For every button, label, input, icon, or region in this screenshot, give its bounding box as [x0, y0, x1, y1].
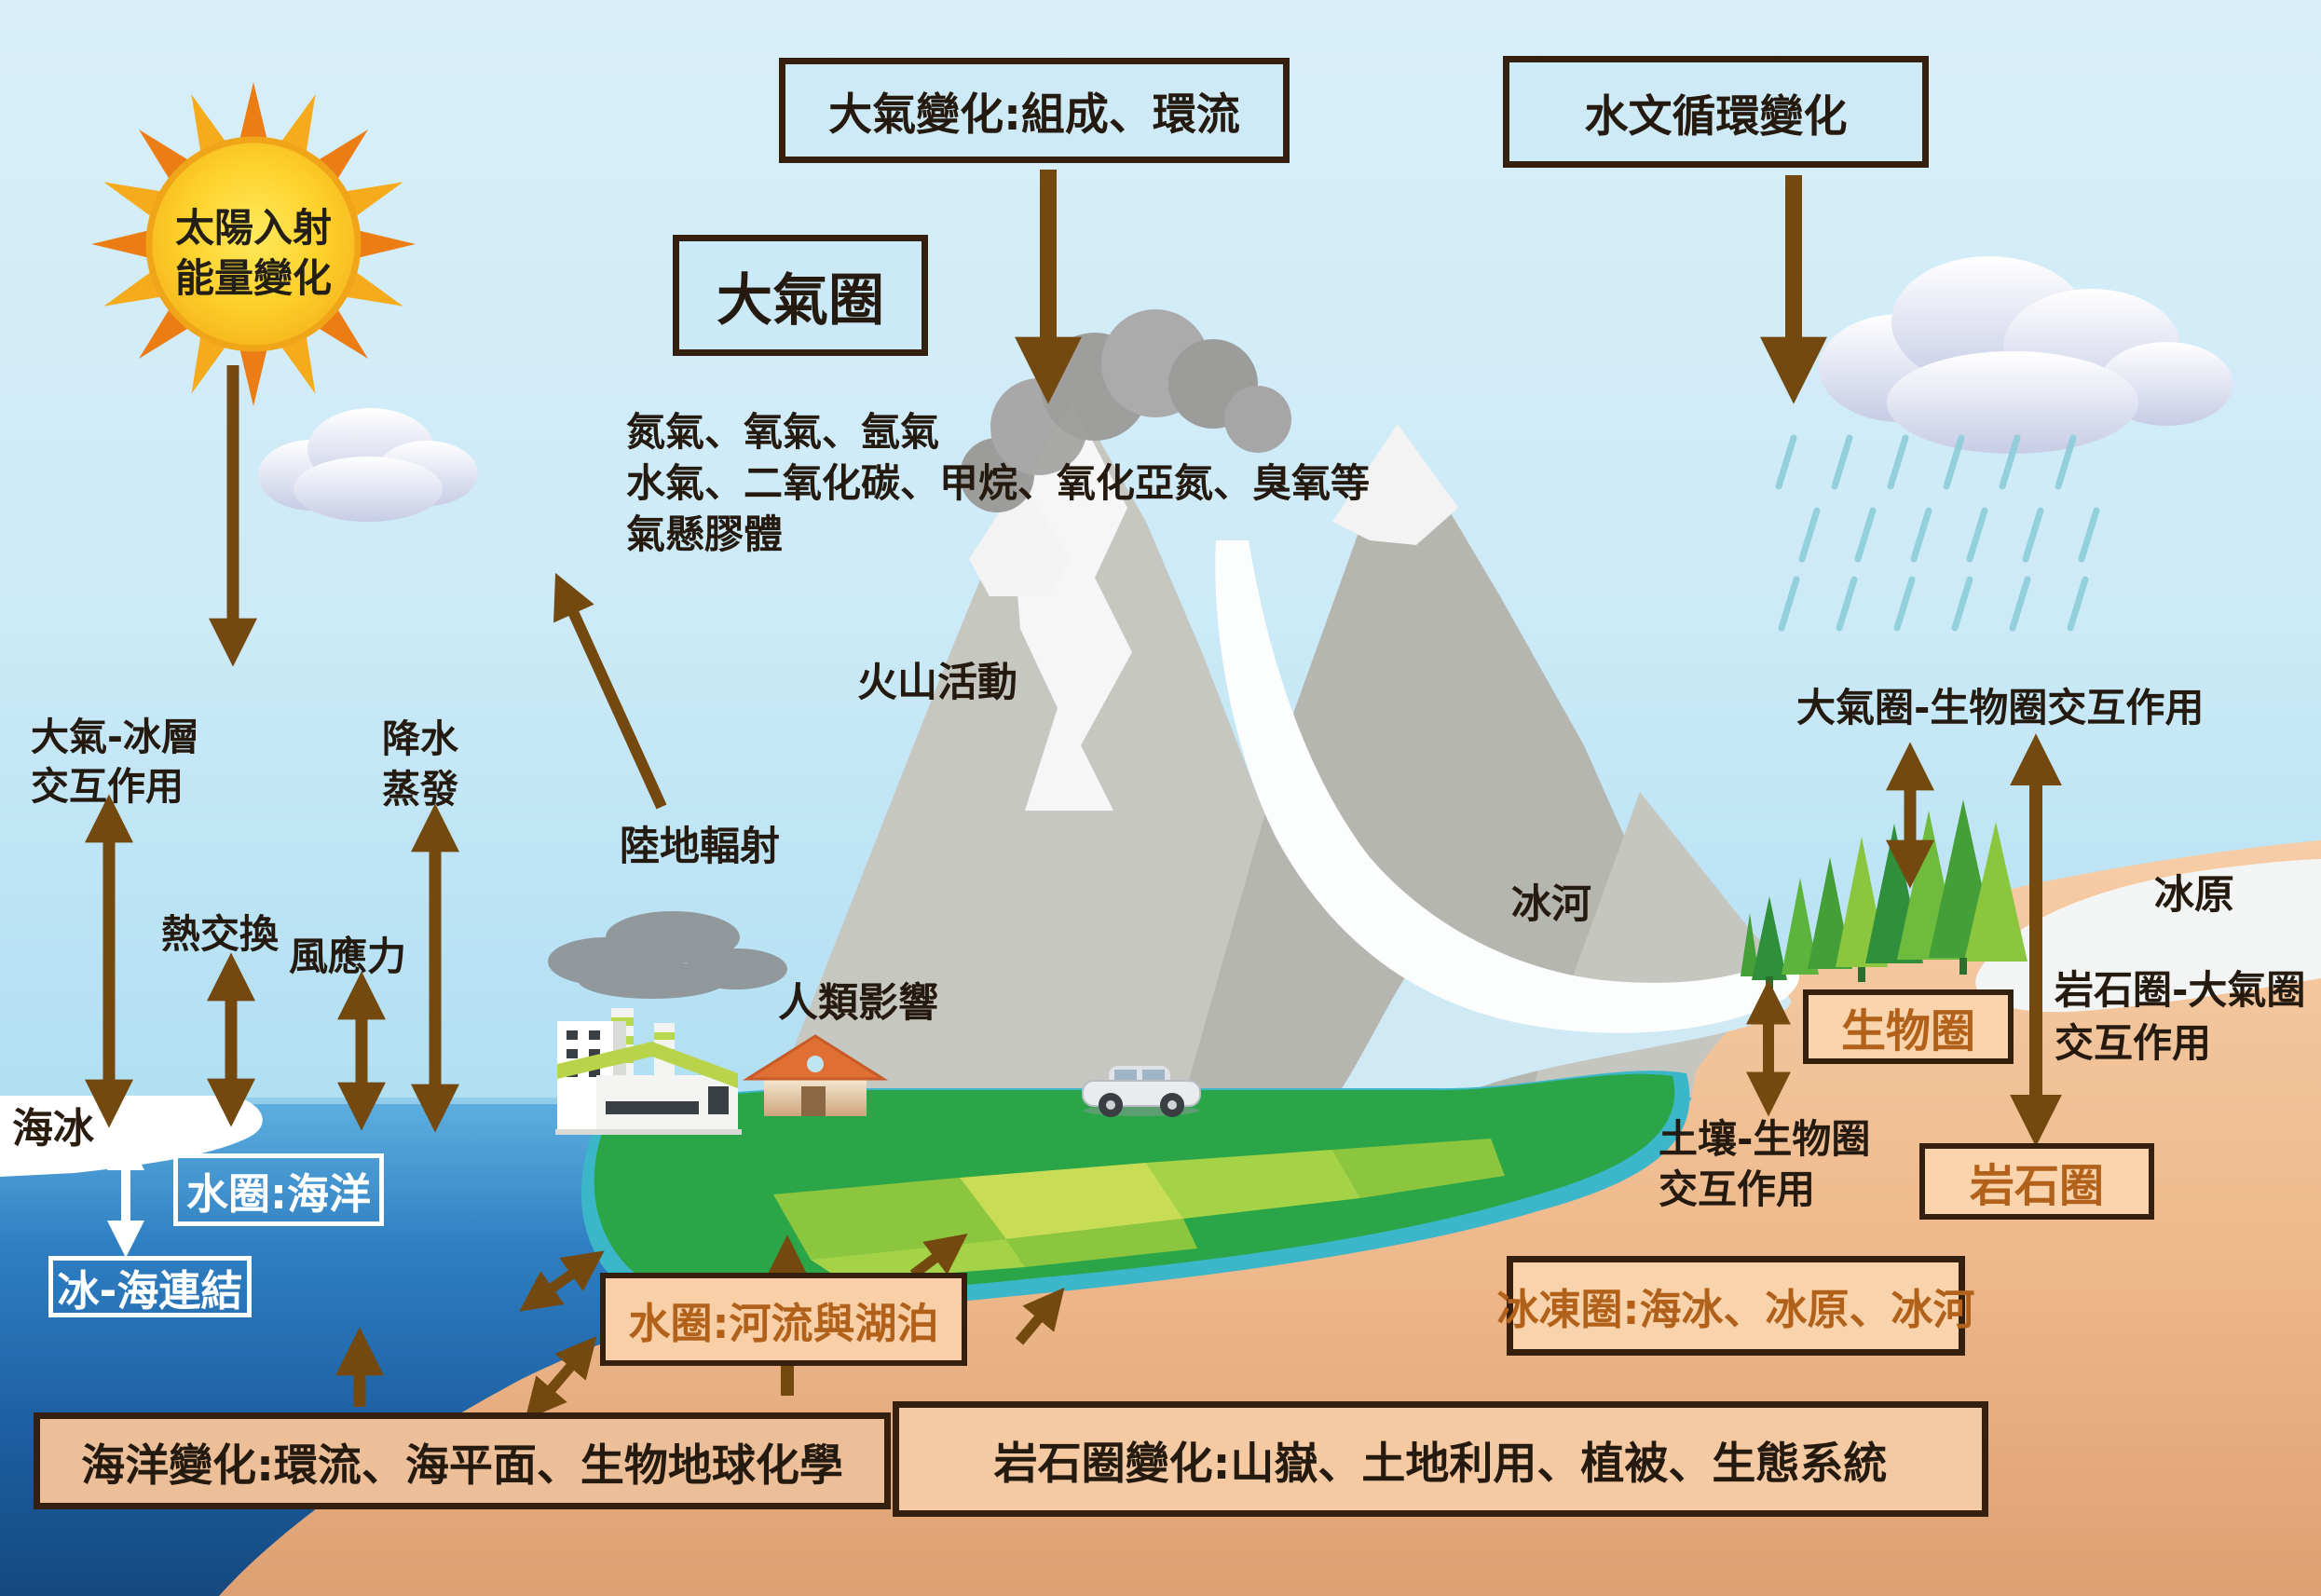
- box-litho-change: 岩石圈變化:山嶽、土地利用、植被、生態系統: [893, 1401, 1988, 1517]
- sun-icon: [91, 82, 416, 406]
- arrow-land-radiation: [553, 572, 667, 810]
- human-influence-label: 人類影響: [778, 980, 938, 1027]
- heat-exchange-label: 熱交換: [161, 911, 280, 957]
- snow-cap: [1011, 401, 1132, 811]
- box-atmosphere: 大氣圈: [673, 235, 928, 356]
- atmo-ice-label: 大氣-冰層 交互作用: [31, 715, 200, 809]
- house-icon: [742, 1034, 889, 1116]
- box-lithosphere: 岩石圈: [1919, 1143, 2154, 1220]
- box-cryosphere: 冰凍圈:海冰、冰原、冰河: [1497, 1256, 1975, 1356]
- snow-cap: [1332, 424, 1458, 545]
- wind-stress-label: 風應力: [289, 934, 407, 979]
- box-ice-sea-link: 冰-海連結: [48, 1256, 252, 1317]
- atmo-bio-label: 大氣圈-生物圈交互作用: [1796, 685, 2205, 730]
- arrow-river-box-ne: [909, 1234, 968, 1279]
- sea-ice-label: 海冰: [12, 1105, 94, 1153]
- atmosphere-gases: 氮氣、氧氣、氬氣 水氣、二氧化碳、甲烷、氧化亞氮、臭氧等 氣懸膠體: [626, 409, 1371, 557]
- sun-label: 太陽入射 能量變化: [174, 205, 332, 301]
- volcano-label: 火山活動: [857, 660, 1017, 706]
- box-hydro-cycle: 水文循環變化: [1503, 56, 1929, 168]
- factory-smoke-icon: [548, 911, 787, 999]
- box-hydro-ocean: 水圈:海洋: [173, 1153, 384, 1226]
- soil-bio-label: 土壤-生物圈 交互作用: [1659, 1116, 1871, 1212]
- land-radiation-label: 陸地輻射: [620, 824, 780, 870]
- arrow-ocean-box-exchange: [525, 1335, 597, 1421]
- rain-icon: [1775, 434, 2100, 632]
- arrow-litho-river-ne: [1015, 1287, 1065, 1345]
- cloud-icon: [258, 408, 478, 522]
- green-land-shape: [580, 1071, 1690, 1314]
- box-hydro-rivers: 水圈:河流與湖泊: [600, 1273, 967, 1366]
- rain-cloud-icon: [1819, 256, 2233, 454]
- glacier-shape: [1215, 540, 1800, 1033]
- box-ocean-change: 海洋變化:環流、海平面、生物地球化學: [34, 1412, 891, 1509]
- car-icon: [1082, 1066, 1201, 1117]
- precip-evap-label: 降水 蒸發: [382, 716, 458, 812]
- trees-icon: [1741, 799, 2027, 989]
- arrow-ocean-river-exchange: [519, 1250, 605, 1312]
- ice-sheet-label: 冰原: [2154, 872, 2234, 919]
- litho-atmo-label: 岩石圈-大氣圈 交互作用: [2055, 967, 2306, 1066]
- box-atmo-change: 大氣變化:組成、環流: [779, 58, 1290, 163]
- box-biosphere: 生物圈: [1803, 989, 2014, 1064]
- factory-icon: [555, 1008, 742, 1135]
- glacier-label: 冰河: [1511, 881, 1591, 928]
- volcano-cap: [969, 480, 1072, 596]
- farmland: [773, 1139, 1505, 1281]
